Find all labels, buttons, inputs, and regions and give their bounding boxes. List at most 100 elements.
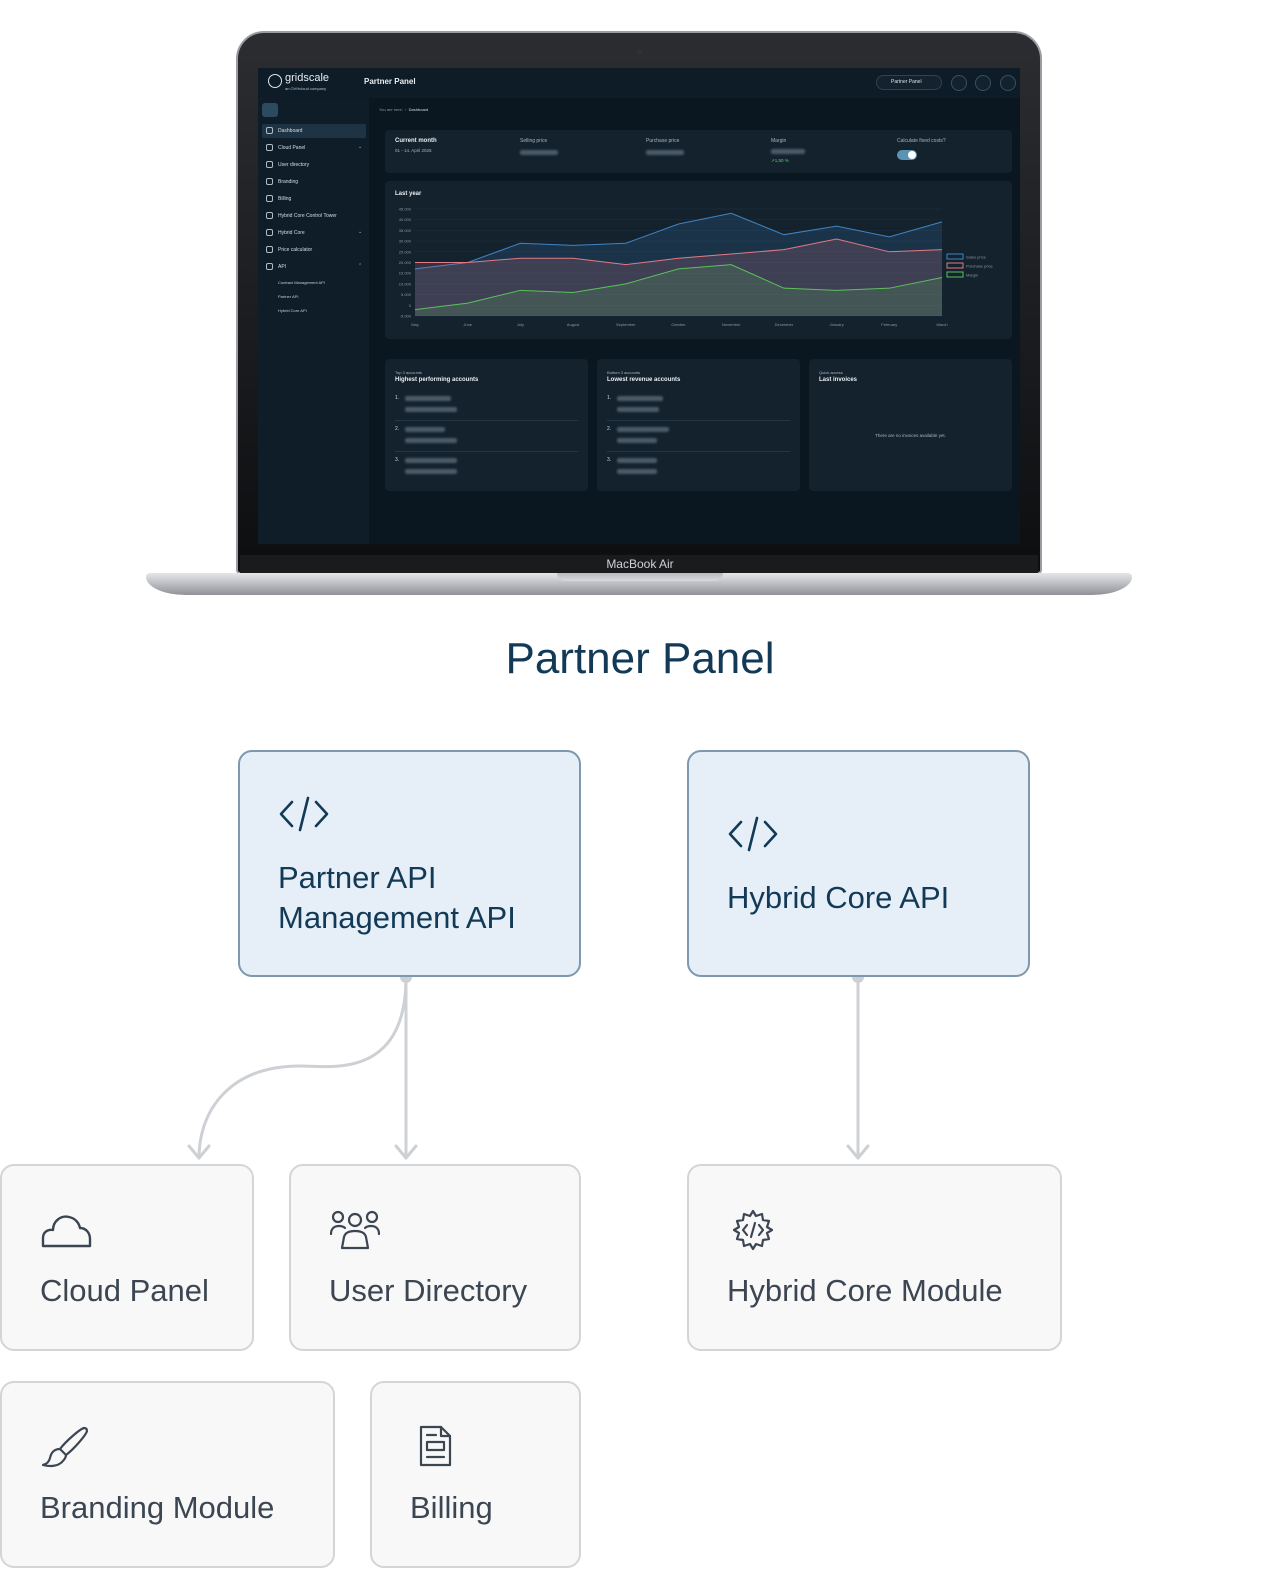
sidebar-item-hybrid-core[interactable]: Hybrid Core⌄ <box>258 226 369 240</box>
selling-price-value-blurred <box>520 150 558 155</box>
grid-icon <box>266 127 273 134</box>
sidebar-item-dashboard[interactable]: Dashboard <box>262 124 366 138</box>
sidebar-item-label: Cloud Panel <box>278 145 306 151</box>
account-name-blurred <box>405 396 451 401</box>
series-line-0 <box>414 212 943 270</box>
x-tick-label: August <box>567 322 580 327</box>
calculator-icon <box>266 246 273 253</box>
sidebar-subitem-partner-api[interactable]: Partner API <box>278 294 299 299</box>
card-title: Last invoices <box>819 377 858 383</box>
y-tick-label: 40.000 <box>399 217 412 222</box>
bell-icon[interactable] <box>975 75 991 91</box>
account-value-blurred <box>617 469 657 474</box>
row-divider <box>607 420 790 421</box>
code-icon <box>279 796 329 832</box>
last-invoices-card: Quick access Last invoices There are no … <box>809 359 1012 491</box>
purchase-price-label: Purchase price <box>646 138 680 144</box>
x-tick-label: March <box>936 322 947 327</box>
module-label: Hybrid Core Module <box>727 1273 1003 1308</box>
connector-to-cloud-panel <box>197 975 408 1160</box>
chevron-up-icon: ⌃ <box>358 263 363 269</box>
x-tick-label: January <box>829 322 843 327</box>
x-tick-label: October <box>671 322 686 327</box>
account-name-blurred <box>617 427 669 432</box>
breadcrumb-prefix: You are here: <box>379 107 403 112</box>
support-icon[interactable] <box>951 75 967 91</box>
account-name-blurred <box>617 396 663 401</box>
sidebar-item-price-calculator[interactable]: Price calculator <box>258 243 369 257</box>
api-label-line-1: Partner API <box>278 860 437 895</box>
x-tick-label: May <box>411 322 419 327</box>
tower-icon <box>266 212 273 219</box>
camera-dot <box>637 49 642 54</box>
laptop-screen: gridscale an OVHcloud company Partner Pa… <box>258 68 1020 544</box>
row-number: 2. <box>607 426 612 432</box>
row-number: 2. <box>395 426 400 432</box>
laptop-base <box>146 573 1132 595</box>
sidebar-item-label: Hybrid Core Control Tower <box>278 213 337 219</box>
legend-swatch <box>946 262 964 269</box>
sidebar-subitem-contract-management-api[interactable]: Contract Management API <box>278 280 325 285</box>
sidebar-item-hybrid-core-control-tower[interactable]: Hybrid Core Control Tower <box>258 209 369 223</box>
laptop-chin <box>240 555 1038 574</box>
sidebar-item-label: Billing <box>278 196 292 202</box>
diagram-title: Partner Panel <box>505 634 775 683</box>
collapse-sidebar-button[interactable] <box>262 103 278 117</box>
y-tick-label: 25.000 <box>399 249 412 254</box>
breadcrumb-current[interactable]: Dashboard <box>408 107 429 112</box>
y-tick-label: 15.000 <box>399 271 412 276</box>
user-icon[interactable] <box>1000 75 1016 91</box>
logo-text: gridscale <box>285 72 330 84</box>
module-label: Branding Module <box>40 1490 275 1525</box>
sidebar-subitem-hybrid-core-api[interactable]: Hybrid Core API <box>278 308 307 313</box>
api-label-line-2: Management API <box>278 900 516 935</box>
hybrid-core-module-box: Hybrid Core Module <box>687 1164 1062 1351</box>
sidebar-item-branding[interactable]: Branding <box>258 175 369 189</box>
fixed-costs-label: Calculate fixed costs? <box>897 138 946 144</box>
legend-swatch <box>946 271 964 278</box>
billing-icon <box>266 195 273 202</box>
cloud-icon <box>41 1215 92 1248</box>
code-icon <box>728 816 778 852</box>
y-tick-label: 5.000 <box>401 292 412 297</box>
arrowhead-cloud-panel <box>187 1144 211 1160</box>
arrowhead-user-directory <box>394 1144 418 1160</box>
sidebar-item-label: Price calculator <box>278 247 313 253</box>
sidebar-item-billing[interactable]: Billing <box>258 192 369 206</box>
x-tick-label: February <box>881 322 897 327</box>
purchase-price-value-blurred <box>646 150 684 155</box>
y-tick-label: -5.000 <box>400 314 412 319</box>
lowest-accounts-card: Bottom 3 accounts Lowest revenue account… <box>597 359 800 491</box>
chevron-down-icon: ⌄ <box>358 144 363 150</box>
fixed-costs-toggle[interactable] <box>897 150 917 160</box>
legend-label: Margin <box>966 273 978 278</box>
margin-label: Margin <box>771 138 787 144</box>
row-divider <box>395 420 578 421</box>
y-tick-label: 45.000 <box>399 207 412 212</box>
y-tick-label: 0 <box>409 303 412 308</box>
panel-dropdown[interactable]: Partner Panel <box>876 75 942 90</box>
account-value-blurred <box>405 438 457 443</box>
card-subtitle: Quick access <box>819 370 843 375</box>
card-subtitle: Top 3 accounts <box>395 370 422 375</box>
sidebar-item-label: Hybrid Core <box>278 230 305 236</box>
sidebar-item-label: Branding <box>278 179 299 185</box>
sidebar-item-label: API <box>278 264 287 270</box>
gear-code-icon <box>732 1209 774 1251</box>
row-number: 1. <box>607 395 612 401</box>
branding-module-box: Branding Module <box>0 1381 335 1568</box>
billing-box: Billing <box>370 1381 581 1568</box>
breadcrumb: You are here: › Dashboard <box>379 107 429 112</box>
account-name-blurred <box>617 458 657 463</box>
current-month-label: Current month <box>395 138 437 144</box>
sidebar-item-user-directory[interactable]: User directory <box>258 158 369 172</box>
sidebar-item-api[interactable]: API ⌃ <box>258 260 369 274</box>
legend-swatch <box>946 253 964 260</box>
account-value-blurred <box>617 438 657 443</box>
y-tick-label: 35.000 <box>399 228 412 233</box>
account-value-blurred <box>617 407 659 412</box>
dashboard-main: You are here: › Dashboard Current month … <box>369 98 1020 544</box>
account-value-blurred <box>405 469 457 474</box>
sidebar-item-cloud-panel[interactable]: Cloud Panel ⌄ <box>258 141 369 155</box>
